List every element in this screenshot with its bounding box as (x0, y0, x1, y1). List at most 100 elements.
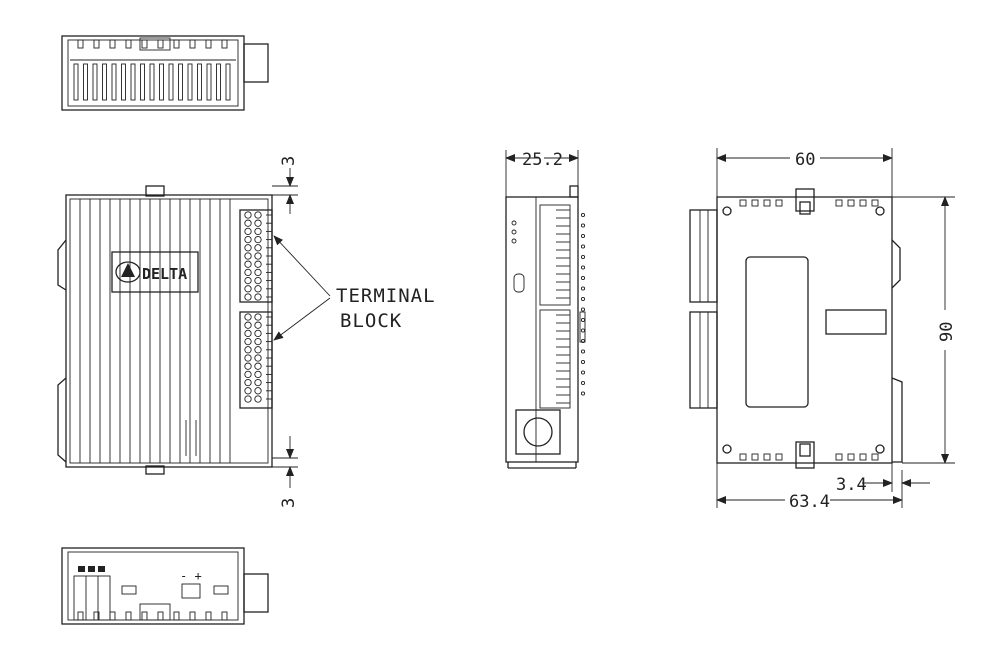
terminal-screw (254, 354, 262, 362)
vent-slot (205, 611, 212, 621)
vent-slot (173, 611, 180, 621)
side-indicator (580, 349, 586, 354)
terminal-screw (244, 337, 252, 346)
brand-label: DELTA (142, 265, 187, 283)
terminal-block-lower (239, 311, 273, 409)
rear-slot (775, 453, 783, 461)
vent-slot (83, 63, 88, 101)
vent-slot (125, 611, 132, 621)
side-indicator (580, 296, 586, 302)
terminal-screw (254, 378, 262, 387)
terminal-screw (244, 378, 252, 387)
vent-slot (168, 63, 174, 101)
vent-slot (206, 63, 212, 101)
side-indicator (580, 391, 586, 396)
terminal-screw (244, 387, 252, 395)
side-indicator (580, 286, 586, 291)
side-indicator (580, 317, 586, 323)
vent-slot (157, 39, 164, 49)
dim-height-label: 90 (937, 322, 957, 342)
terminal-screw (244, 260, 252, 268)
dim-top-gap-label: 3 (279, 156, 299, 166)
side-indicator (580, 380, 586, 386)
terminal-screw (254, 260, 262, 268)
vent-slot (92, 63, 98, 101)
terminal-screw (244, 235, 252, 244)
vent-slot (93, 39, 100, 49)
vent-slot (93, 611, 100, 621)
rear-slot (859, 199, 867, 207)
vent-slot (221, 39, 228, 49)
vent-slot (216, 63, 221, 101)
terminal-screw (244, 268, 252, 277)
dim-rail-offset-label: 3.4 (836, 475, 867, 495)
terminal-screw (254, 211, 262, 219)
vent-slot (121, 63, 126, 101)
terminal-screw (254, 235, 262, 244)
terminal-screw (254, 321, 262, 329)
rear-slot (751, 199, 759, 207)
dim-top-gap: 3 (272, 156, 299, 214)
terminal-screw (254, 329, 262, 338)
terminal-screw (244, 293, 252, 301)
vent-slot (111, 63, 117, 101)
dim-overall-width-label: 63.4 (789, 492, 830, 512)
vent-slot (189, 611, 196, 621)
side-indicator (580, 370, 586, 375)
vent-slot (102, 63, 107, 101)
side-indicator (580, 254, 586, 260)
terminal-screw (244, 346, 252, 354)
dim-rail-offset: 3.4 (836, 463, 930, 495)
side-indicator (580, 275, 586, 281)
terminal-label-line1: TERMINAL (336, 285, 436, 307)
rear-slot (835, 199, 843, 207)
rear-slot (739, 453, 747, 461)
rear-slot (871, 199, 879, 207)
polarity-label: - + (180, 569, 202, 583)
vent-slot (157, 611, 164, 621)
terminal-screw (244, 276, 252, 285)
top-view-connector (243, 43, 269, 83)
terminal-screw (254, 293, 262, 301)
terminal-screw (244, 370, 252, 379)
terminal-screw (254, 346, 262, 354)
vent-slot (205, 39, 212, 49)
dim-width-label: 60 (795, 150, 815, 170)
vent-slot (125, 39, 132, 49)
terminal-screw (254, 395, 262, 403)
terminal-screw (244, 354, 252, 362)
terminal-screw (254, 276, 262, 285)
dim-bottom-gap-label: 3 (279, 498, 299, 508)
rear-tab (825, 309, 887, 335)
side-indicator (580, 223, 586, 228)
vent-slot (109, 39, 116, 49)
bottom-view: - + (61, 547, 269, 625)
side-view-port (515, 409, 561, 455)
terminal-block-upper (239, 209, 273, 303)
vent-slot (197, 63, 202, 101)
terminal-screw (254, 227, 262, 236)
vent-slot (77, 611, 84, 621)
rear-slot (739, 199, 747, 207)
terminal-screw (254, 387, 262, 395)
terminal-screw (244, 227, 252, 236)
terminal-screw (254, 362, 262, 370)
vent-slot (221, 611, 228, 621)
terminal-screw (244, 252, 252, 260)
front-view: DELTA (57, 185, 273, 475)
terminal-screw (244, 244, 252, 252)
terminal-screw (254, 244, 262, 252)
terminal-screw (244, 211, 252, 219)
vent-slot (109, 611, 116, 621)
rear-slot (847, 199, 855, 207)
terminal-screw (254, 370, 262, 379)
rear-slot (751, 453, 759, 461)
dim-bottom-gap: 3 (272, 436, 299, 508)
rear-slot (835, 453, 843, 461)
side-indicator (580, 307, 586, 312)
side-indicator (580, 233, 586, 239)
terminal-screw (254, 337, 262, 346)
rear-slot (859, 453, 867, 461)
terminal-screw (254, 313, 262, 321)
